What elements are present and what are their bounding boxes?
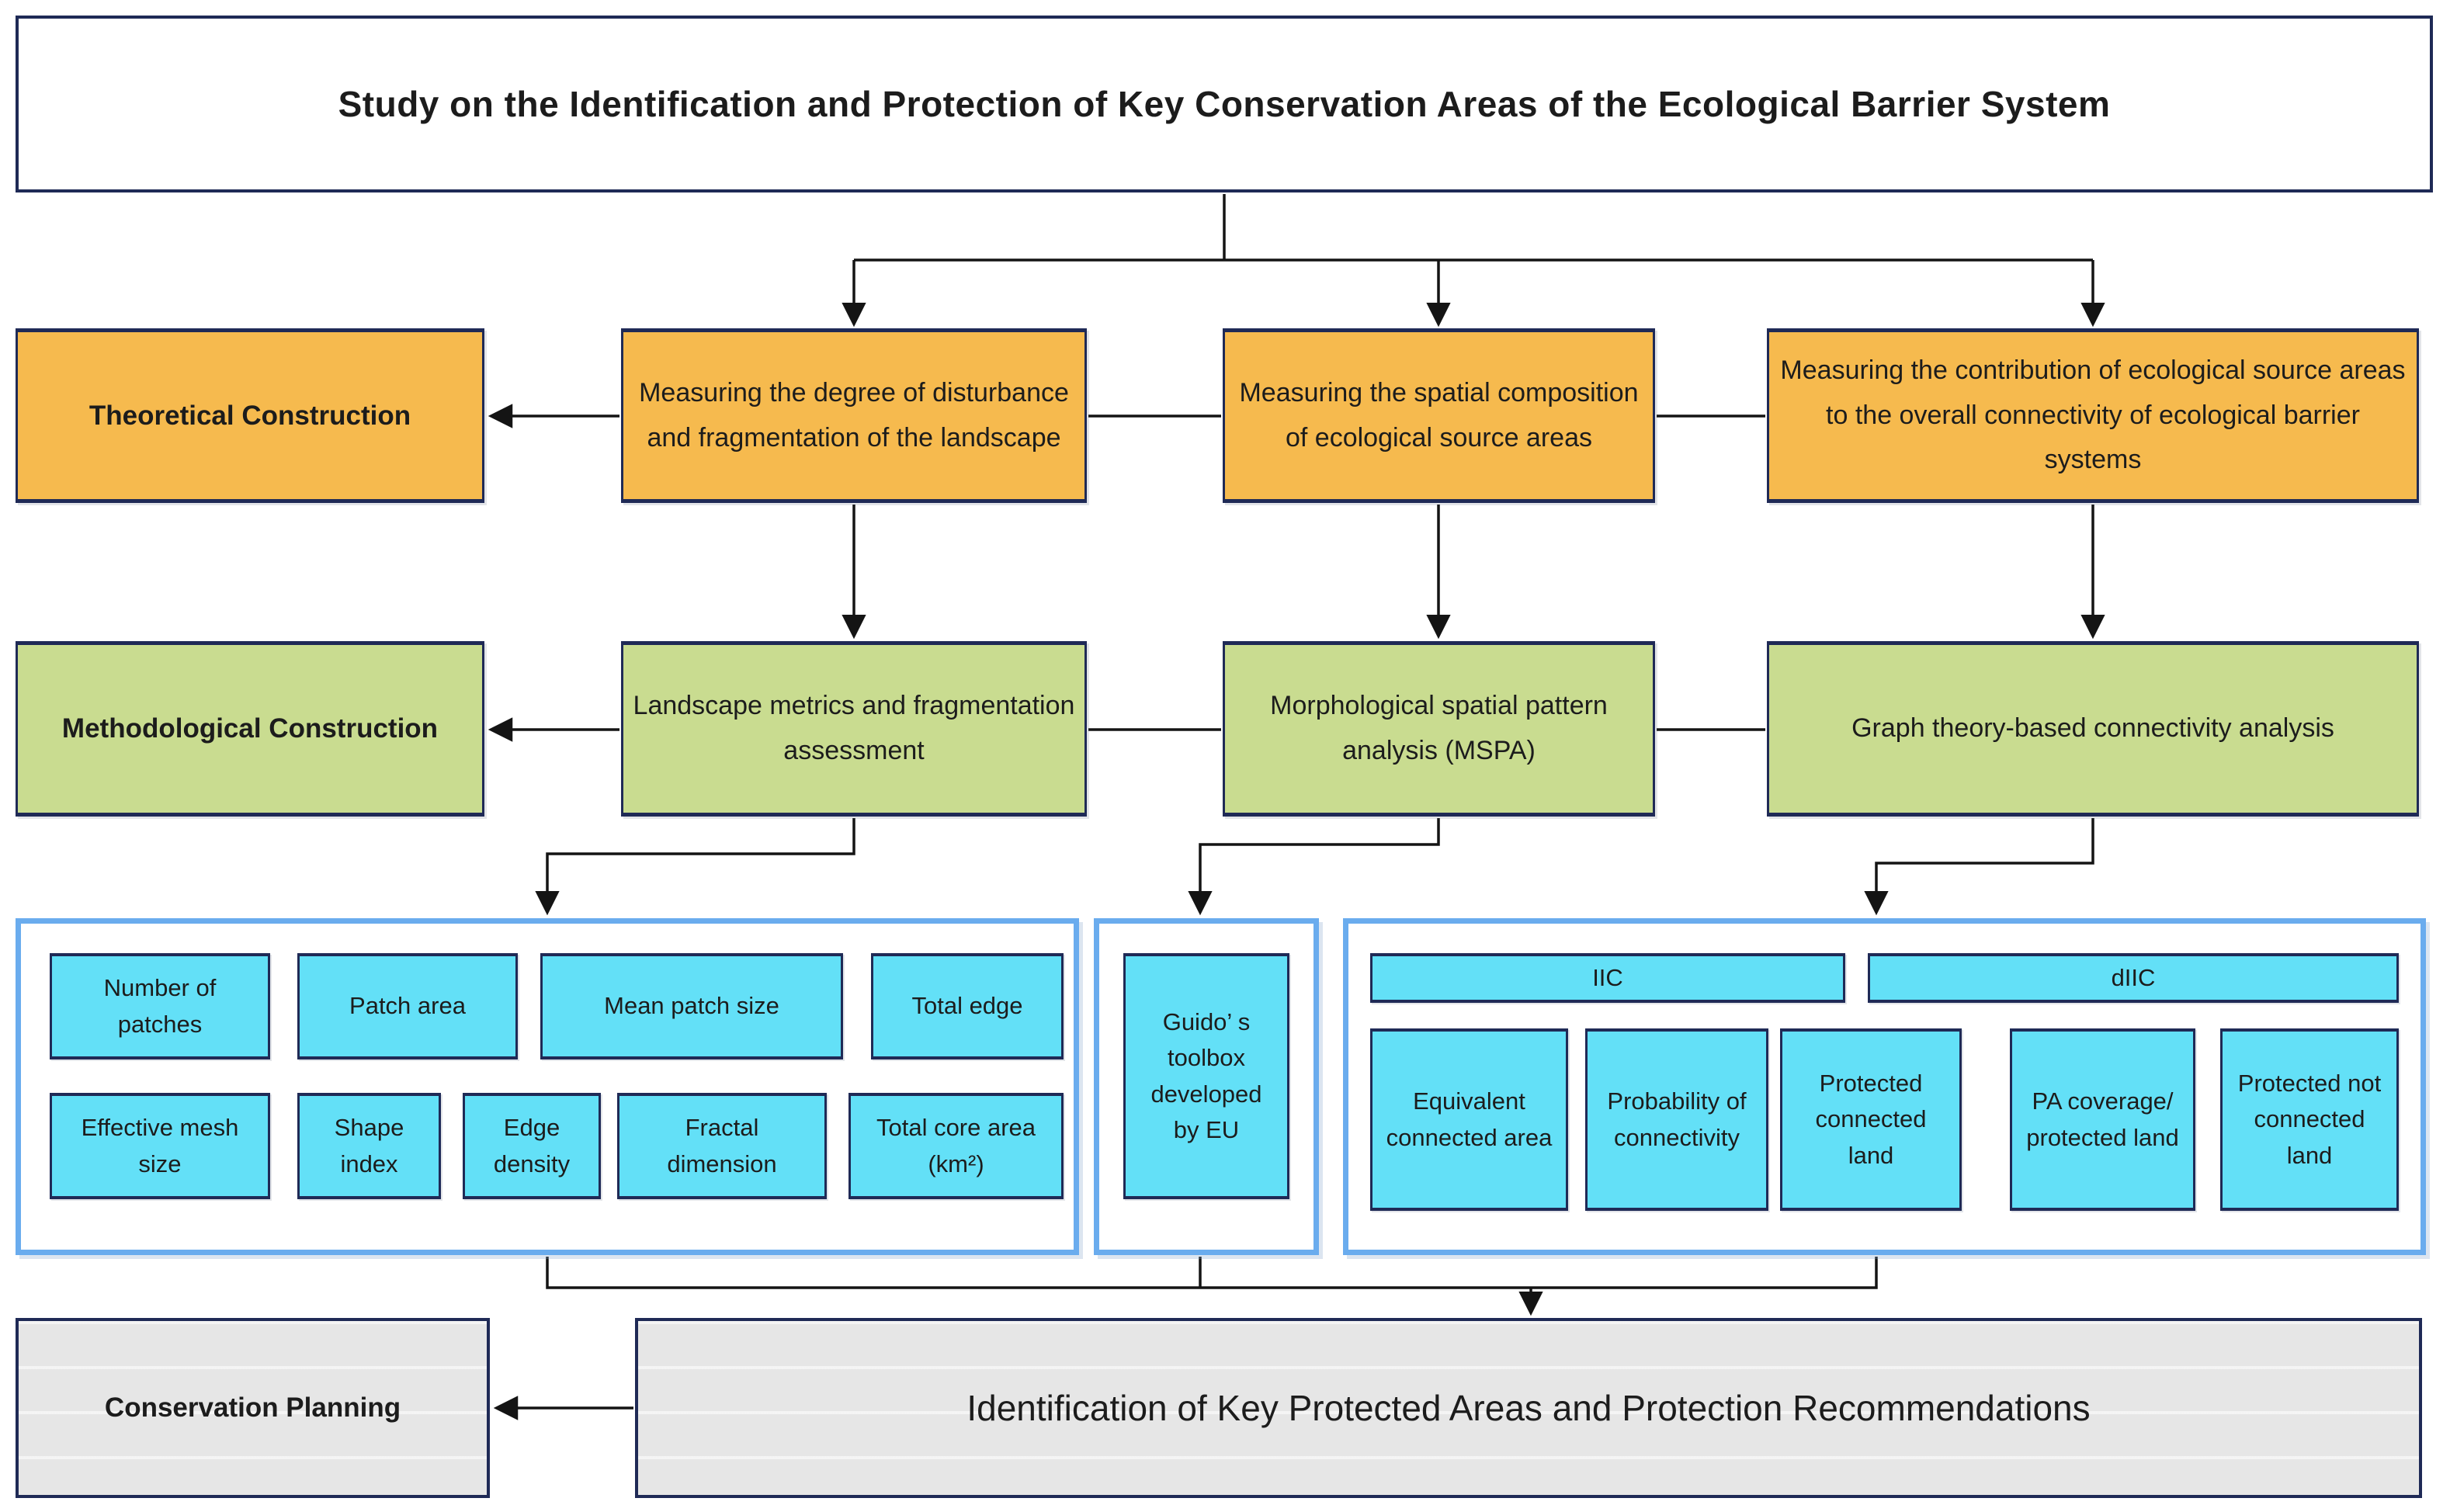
metric-box-total-core-area: Total core area (km²) [848,1093,1064,1199]
metric-box-number-of-patches: Number of patches [50,953,270,1059]
connectivity-box-probability-of-connectivity: Probability of connectivity [1585,1028,1768,1211]
arrow-green3-to-connectivity-panel [1864,818,2094,916]
metric-box-effective-mesh-size: Effective mesh size [50,1093,270,1199]
arrow-green2-to-toolbox-panel [1188,818,1440,916]
theoretical-construction-label: Theoretical Construction [16,328,484,503]
toolbox-panel: Guido’ s toolbox developed by EU [1094,918,1319,1255]
connectivity-box-equivalent-connected-area: Equivalent connected area [1370,1028,1568,1211]
methodological-construction-label: Methodological Construction [16,641,484,817]
metric-box-edge-density: Edge density [463,1093,601,1199]
identification-box: Identification of Key Protected Areas an… [635,1318,2422,1498]
connectivity-box-protected-connected-land: Protected connected land [1780,1028,1962,1211]
theoretical-box-spatial-composition: Measuring the spatial composition of eco… [1223,328,1655,503]
metric-box-patch-area: Patch area [297,953,518,1059]
page-title: Study on the Identification and Protecti… [16,16,2433,192]
methodological-box-landscape-metrics: Landscape metrics and fragmentation asse… [621,641,1087,817]
line-bottom-bus [546,1257,1878,1289]
methodological-box-graph-theory: Graph theory-based connectivity analysis [1767,641,2419,817]
iic-header: IIC [1370,953,1845,1003]
metric-box-fractal-dimension: Fractal dimension [617,1093,827,1199]
metric-box-shape-index: Shape index [297,1093,441,1199]
theoretical-box-disturbance: Measuring the degree of disturbance and … [621,328,1087,503]
connectivity-box-pa-coverage: PA coverage/ protected land [2010,1028,2195,1211]
metrics-panel: Number of patches Patch area Mean patch … [16,918,1079,1255]
methodological-box-mspa: Morphological spatial pattern analysis (… [1223,641,1655,817]
diic-header: dIIC [1868,953,2399,1003]
theoretical-box-contribution: Measuring the contribution of ecological… [1767,328,2419,503]
connectivity-box-protected-not-connected-land: Protected not connected land [2220,1028,2399,1211]
metric-box-total-edge: Total edge [871,953,1064,1059]
metric-box-mean-patch-size: Mean patch size [540,953,843,1059]
conservation-planning-label: Conservation Planning [16,1318,490,1498]
toolbox-box-guido: Guido’ s toolbox developed by EU [1123,953,1289,1199]
connectivity-panel: IIC dIIC Equivalent connected area Proba… [1343,918,2426,1255]
arrow-green1-to-metrics-panel [535,818,855,916]
